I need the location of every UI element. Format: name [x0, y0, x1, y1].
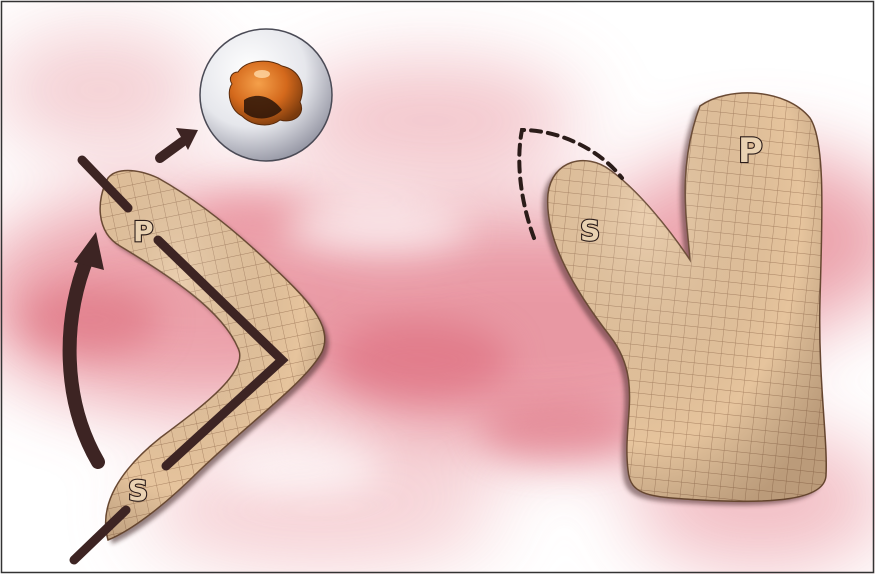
left-label-s: S: [128, 474, 148, 507]
right-label-s: S: [580, 214, 600, 247]
left-label-p: P: [133, 215, 154, 248]
right-label-p: P: [738, 131, 763, 171]
sphere-icon: [200, 29, 332, 161]
